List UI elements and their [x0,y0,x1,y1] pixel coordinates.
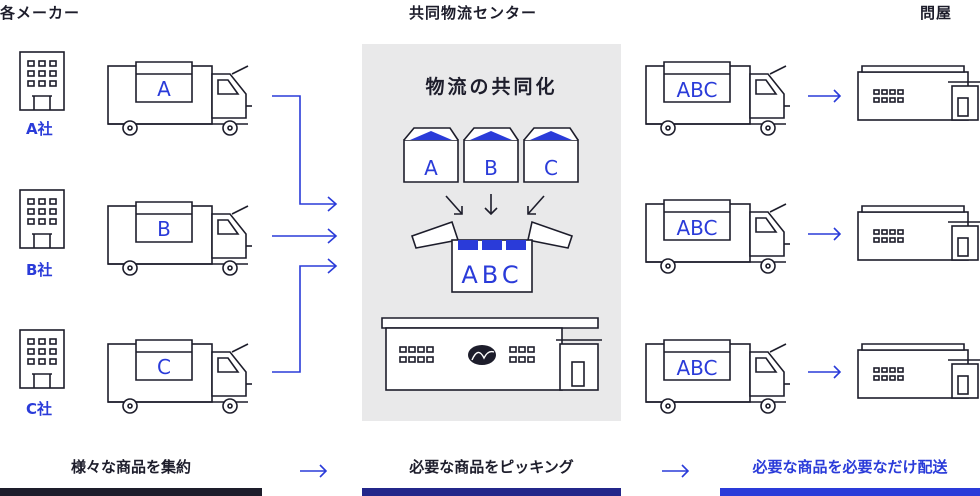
company-a-label: A社 [26,120,53,138]
connector-a-arrow [272,95,336,205]
makers-heading: 各メーカー [0,4,81,22]
step-2-label: 必要な商品をピッキング [409,458,574,476]
cargo-box-b [135,201,193,243]
step-2-bar [362,488,621,496]
consolidated-box-icon [410,220,574,293]
delivery-box-1 [663,61,731,103]
small-box-a-letter: A [424,156,438,180]
delivery-box-2 [663,199,731,241]
small-box-b-letter: B [484,156,498,180]
small-box-c-icon [523,127,579,183]
delivery-box-1-label: ABC [676,78,717,102]
truck-a-letter: A [157,77,171,101]
wholesaler-heading: 問屋 [920,4,953,22]
connector-c-arrow [272,265,336,373]
consolidated-box-label: ABC [461,261,522,289]
small-box-c-letter: C [544,156,558,180]
cargo-box-c [135,339,193,381]
logistics-center-building-icon [381,317,602,391]
company-c-building-icon [19,329,65,389]
delivery-box-3-label: ABC [676,356,717,380]
cargo-box-a [135,61,193,103]
arrow-down-right-icon [527,195,545,215]
center-panel-title: 物流の共同化 [425,76,558,98]
wholesaler-warehouse-3-icon [857,343,980,399]
small-box-a-icon [403,127,459,183]
delivery-box-2-label: ABC [676,216,717,240]
wholesaler-warehouse-1-icon [857,65,980,121]
company-a-building-icon [19,51,65,111]
center-heading: 共同物流センター [409,4,538,22]
company-b-building-icon [19,189,65,249]
truck-b-letter: B [157,217,171,241]
company-c-label: C社 [26,400,53,418]
delivery-box-3 [663,339,731,381]
step-3-label: 必要な商品を必要なだけ配送 [752,458,948,476]
arrow-down-left-icon [445,195,463,215]
step-3-bar [720,488,980,496]
small-box-b-icon [463,127,519,183]
step-1-label: 様々な商品を集約 [70,458,191,476]
truck-c-letter: C [157,355,171,379]
wholesaler-warehouse-2-icon [857,205,980,261]
company-b-label: B社 [26,261,53,279]
step-1-bar [0,488,262,496]
